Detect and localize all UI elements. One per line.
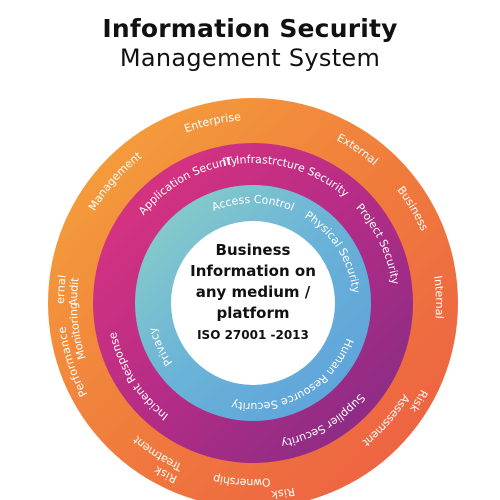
center-line-3: any medium / [196,283,311,301]
center-line-1: Business [216,241,291,259]
outer-ring-label-text: Internal [431,275,446,319]
outer-ring-label-text: Audit [67,276,82,306]
outer-ring-label-text: Risk [270,485,296,500]
page-subtitle: Management System [119,44,381,72]
center-line-4: platform [216,304,289,322]
outer-ring-label: Risk [270,485,296,500]
center-core [171,221,335,385]
outer-ring-label: Audit [67,276,82,306]
outer-ring-label: Internal [431,275,446,319]
outer-ring-label-text: Ownership [212,472,271,489]
center-standard: ISO 27001 -2013 [197,328,309,342]
outer-ring-label: Ownership [212,472,271,489]
page-title: Information Security [102,14,398,43]
center-line-2: Information on [190,262,316,280]
